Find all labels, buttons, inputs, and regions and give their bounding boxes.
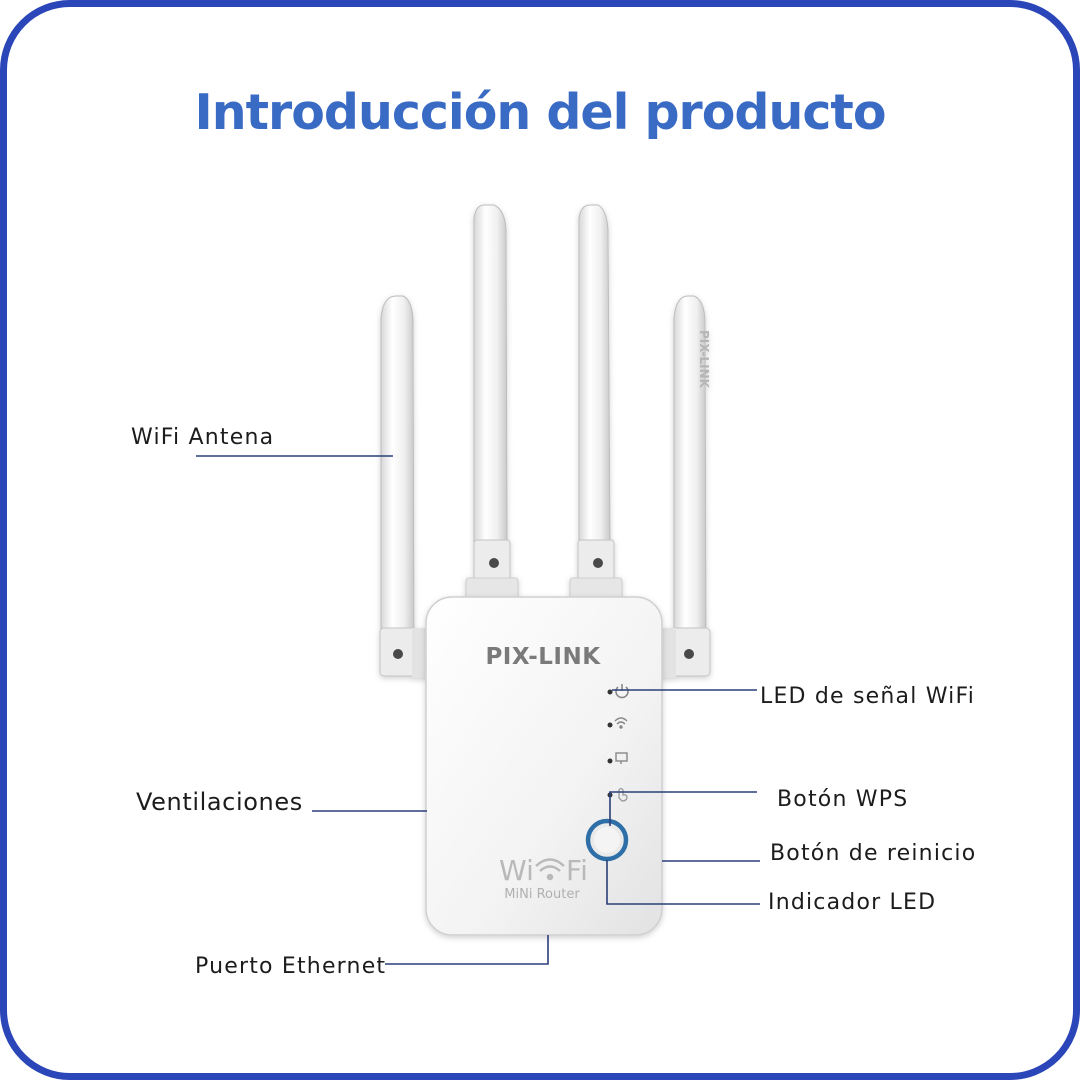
wifi-logo: Wi Fi MiNi Router	[499, 854, 588, 902]
leader-wps-button	[609, 791, 757, 826]
label-wps-button: Botón WPS	[777, 787, 909, 812]
antenna-outer-right: PIX-LINK	[658, 295, 711, 678]
wps-hand-icon	[618, 787, 628, 802]
monitor-icon	[615, 752, 628, 764]
svg-text:Wi: Wi	[499, 854, 534, 887]
leader-led-indicator	[606, 860, 760, 905]
page-title: Introducción del producto	[194, 84, 887, 141]
wifi-logo-icon	[535, 858, 565, 881]
leader-lines	[196, 455, 760, 965]
indicator-row-lan	[607, 752, 628, 764]
label-led-indicator: Indicador LED	[768, 890, 937, 915]
router-body: PIX-LINK	[425, 596, 663, 936]
wifi-icon	[614, 717, 628, 729]
indicator-row-wifi	[607, 717, 628, 729]
antenna-inner-right	[569, 204, 623, 603]
wps-button[interactable]	[585, 818, 629, 862]
antenna-side-print: PIX-LINK	[697, 330, 711, 389]
svg-text:Fi: Fi	[566, 854, 588, 887]
label-ethernet-port: Puerto Ethernet	[195, 954, 387, 979]
label-wifi-signal-led: LED de señal WiFi	[760, 684, 976, 709]
label-reset-button: Botón de reinicio	[770, 841, 977, 866]
label-wifi-antenna: WiFi Antena	[131, 425, 275, 450]
leader-ethernet-port	[385, 935, 549, 965]
antenna-outer-left	[379, 295, 432, 678]
model-label: MiNi Router	[504, 887, 580, 902]
brand-logo: PIX-LINK	[485, 644, 601, 670]
antenna-inner-left	[465, 204, 519, 603]
label-vents: Ventilaciones	[136, 788, 303, 816]
